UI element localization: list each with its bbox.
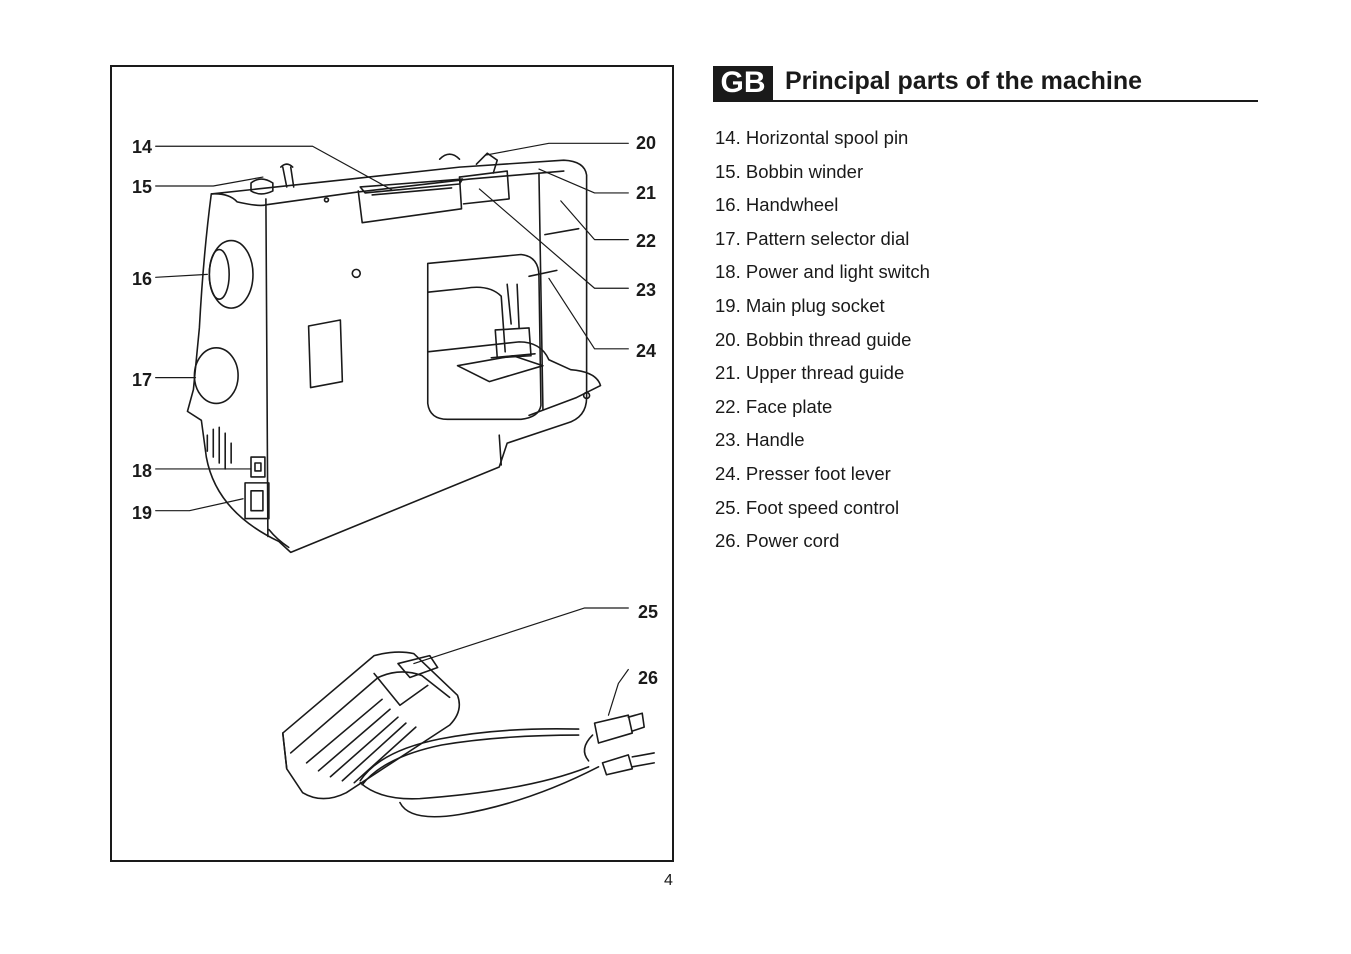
callout-16: 16 <box>132 269 153 289</box>
foot-control-icon <box>281 651 461 800</box>
list-item: 14. Horizontal spool pin <box>715 127 909 148</box>
list-item: 22. Face plate <box>715 395 833 417</box>
list-item: 18. Power and light switch <box>715 261 930 283</box>
callout-18: 18 <box>132 461 153 481</box>
parts-list: 14. Horizontal spool pin 15. Bobbin wind… <box>715 121 930 558</box>
callout-22: 22 <box>636 231 657 251</box>
callout-21: 21 <box>636 183 657 203</box>
callout-24: 24 <box>636 341 657 361</box>
callout-26: 26 <box>638 668 659 688</box>
page-number: 4 <box>664 872 673 889</box>
list-item: 19. Main plug socket <box>715 294 885 316</box>
list-item: 26. Power cord <box>715 530 840 552</box>
list-item: 17. Pattern selector dial <box>715 227 910 249</box>
callout-14: 14 <box>132 137 153 157</box>
callout-17: 17 <box>132 370 153 390</box>
machine-illustration: 14 15 16 17 18 19 20 21 22 23 24 25 26 <box>110 65 674 862</box>
page-title: Principal parts of the machine <box>785 67 1143 95</box>
power-cord-icon <box>359 712 655 818</box>
list-item: 15. Bobbin winder <box>715 160 864 182</box>
callout-leaders <box>155 142 629 716</box>
list-item: 25. Foot speed control <box>715 496 900 518</box>
callout-19: 19 <box>132 503 153 523</box>
list-item: 24. Presser foot lever <box>715 462 891 484</box>
callout-25: 25 <box>638 602 659 622</box>
list-item: 21. Upper thread guide <box>715 362 905 384</box>
sewing-machine-drawing <box>155 142 655 818</box>
section-heading: GB Principal parts of the machine <box>713 66 1258 102</box>
callout-15: 15 <box>132 177 153 197</box>
list-item: 16. Handwheel <box>715 194 839 216</box>
callout-23: 23 <box>636 280 657 300</box>
sewing-machine-icon <box>186 152 602 554</box>
list-item: 23. Handle <box>715 429 805 451</box>
list-item: 20. Bobbin thread guide <box>715 328 912 350</box>
callout-20: 20 <box>636 133 657 153</box>
language-badge: GB <box>713 66 773 100</box>
